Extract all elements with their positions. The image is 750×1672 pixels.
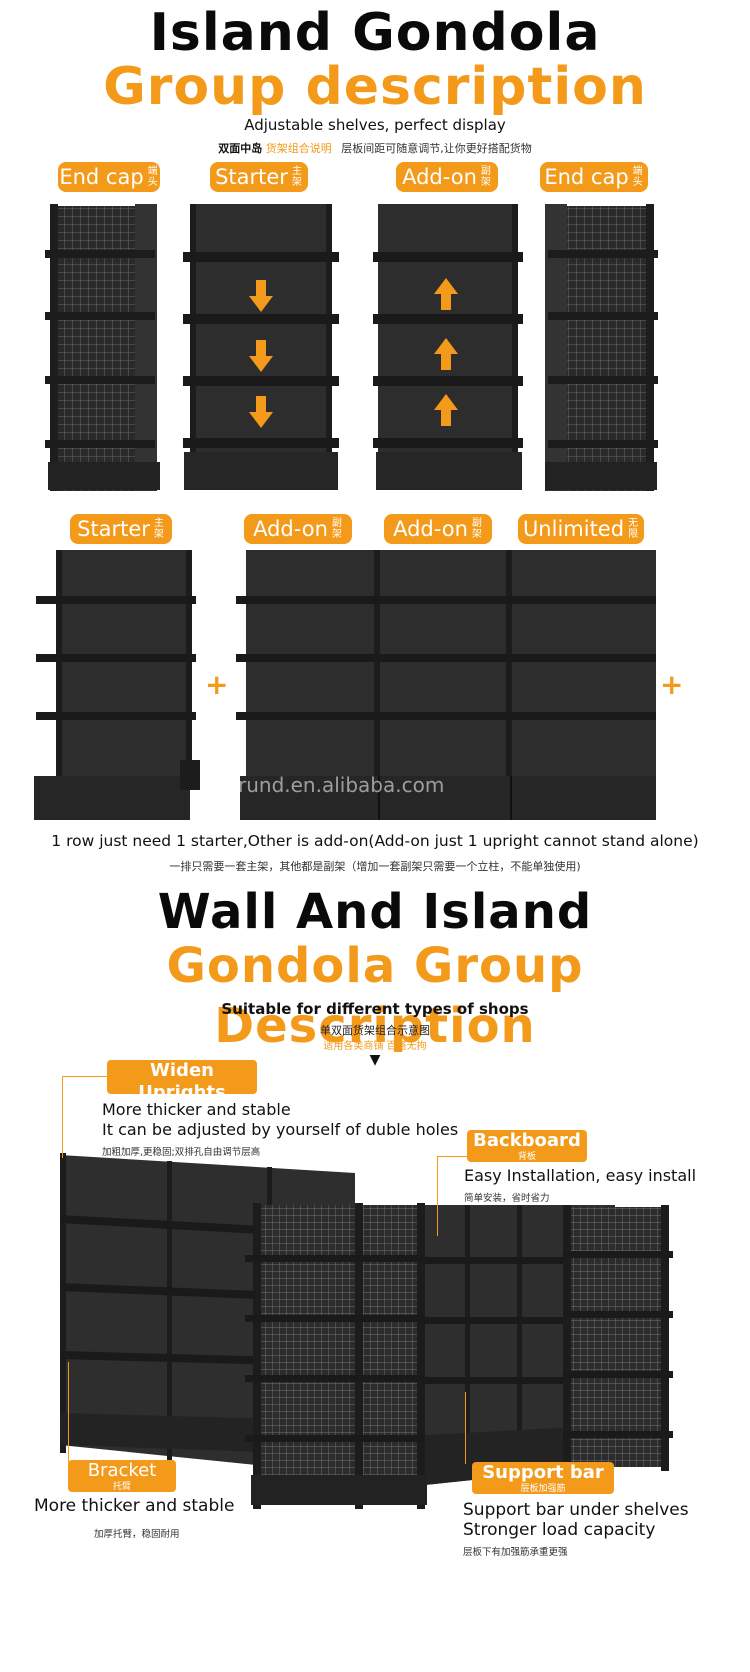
row-note-cn: 一排只需要一套主架，其他都是副架（增加一套副架只需要一个立柱，不能单独使用) (169, 860, 581, 873)
label-starter-top: Starter 主架 (210, 162, 308, 192)
plus-icon: + (660, 668, 684, 701)
section1-subtitle: Adjustable shelves, perfect display (244, 116, 506, 134)
feature-cn: 层板下有加强筋承重更强 (463, 1547, 568, 1558)
label-add-on-row-1: Add-on 副架 (244, 514, 352, 544)
label-cn: 副架 (480, 166, 491, 188)
feature-line2: Stronger load capacity (463, 1520, 656, 1540)
plus-icon: + (205, 668, 229, 701)
arrow-down-icon (249, 340, 273, 372)
watermark: rund.en.alibaba.com (238, 773, 445, 797)
label-main: Starter (77, 517, 150, 541)
feature-bracket: More thicker and stable 加厚托臂，稳固耐用 (34, 1496, 364, 1540)
label-cn: 主架 (153, 518, 164, 540)
row-shelves-illustration (34, 550, 656, 820)
section1-cn-line: 双面中岛 货架组合说明 层板间距可随意调节,让你更好搭配货物 (0, 140, 750, 156)
tag-cn: 层板加强筋 (520, 1484, 566, 1494)
tag-widen-uprights: Widen Uprights 加宽立柱 (107, 1060, 257, 1114)
tag-label: Widen Uprights (138, 1060, 226, 1103)
tag-bracket: Bracket 托臂 (68, 1460, 176, 1492)
label-main: End cap (59, 165, 144, 189)
triangle-down-icon: ▼ (369, 1052, 381, 1068)
label-main: Unlimited (522, 517, 625, 541)
feature-line1: Support bar under shelves (463, 1500, 689, 1520)
feature-widen-uprights: More thicker and stable It can be adjust… (102, 1100, 482, 1158)
section1-title-line2: Group description (103, 57, 647, 117)
label-cn: 无限 (628, 518, 639, 540)
feature-backboard: Easy Installation, easy install 简单安装，省时省… (464, 1166, 734, 1204)
label-main: Starter (215, 165, 288, 189)
label-unlimited-row: Unlimited 无限 (518, 514, 644, 544)
section2-cn-line2: 适用各类商铺 百搭无拘 (323, 1041, 427, 1052)
arrow-down-icon (249, 280, 273, 312)
tag-support-bar: Support bar 层板加强筋 (472, 1462, 614, 1494)
feature-support-bar: Support bar under shelves Stronger load … (463, 1500, 743, 1558)
mesh-end-cap-middle (245, 1203, 427, 1509)
feature-cn: 加粗加厚,更稳固;双排孔自由调节层高 (102, 1147, 261, 1158)
label-starter-row: Starter 主架 (70, 514, 172, 544)
feature-cn: 简单安装，省时省力 (464, 1193, 550, 1204)
feature-line2: It can be adjusted by yourself of duble … (102, 1120, 459, 1139)
top-row-shelves-illustration (45, 204, 658, 491)
label-cn: 端头 (632, 166, 643, 188)
cn-part-c: 层板间距可随意调节,让你更好搭配货物 (341, 142, 532, 155)
label-cn: 端头 (147, 166, 158, 188)
label-cn: 副架 (331, 518, 342, 540)
section2-cn-line1: 单双面货架组合示意图 (320, 1024, 430, 1037)
arrow-up-icon (434, 338, 458, 370)
cn-part-b: 货架组合说明 (265, 142, 332, 155)
pointer-bracket (68, 1362, 69, 1462)
feature-cn: 加厚托臂，稳固耐用 (94, 1529, 180, 1540)
label-cn: 主架 (291, 166, 302, 188)
tag-label: Backboard (473, 1130, 581, 1151)
add-on-units-row (236, 550, 656, 820)
tag-cn: 托臂 (112, 1482, 131, 1492)
section2-title-line1: Wall And Island (157, 884, 593, 940)
label-add-on-top: Add-on 副架 (396, 162, 498, 192)
feature-line1: Easy Installation, easy install (464, 1166, 697, 1185)
cn-part-a: 双面中岛 (218, 142, 263, 155)
arrow-up-icon (434, 394, 458, 426)
label-cn: 副架 (471, 518, 482, 540)
label-end-cap-left: End cap 端头 (58, 162, 160, 192)
island-gondola-right (423, 1205, 673, 1485)
end-cap-right-unit (545, 204, 658, 491)
tag-label: Bracket (87, 1460, 157, 1481)
tag-cn: 加宽立柱 (163, 1104, 200, 1114)
tag-cn: 背板 (517, 1152, 536, 1162)
pointer-support-bar (465, 1392, 466, 1464)
tag-label: Support bar (482, 1462, 604, 1483)
feature-line1: More thicker and stable (102, 1100, 291, 1119)
starter-unit-row (34, 550, 200, 820)
feature-line1: More thicker and stable (34, 1496, 235, 1516)
label-main: Add-on (393, 517, 468, 541)
pointer-backboard (437, 1156, 467, 1236)
section2-title-line2: Gondola Group Description (166, 938, 584, 1054)
end-cap-left-unit (45, 204, 160, 491)
label-end-cap-right: End cap 端头 (540, 162, 648, 192)
arrow-up-icon (434, 278, 458, 310)
label-main: Add-on (402, 165, 477, 189)
row-note-en: 1 row just need 1 starter,Other is add-o… (51, 832, 699, 850)
section1-title-line1: Island Gondola (149, 3, 601, 63)
label-main: Add-on (253, 517, 328, 541)
arrow-down-icon (249, 396, 273, 428)
pointer-widen-uprights (62, 1076, 108, 1158)
tag-backboard: Backboard 背板 (467, 1130, 587, 1162)
section2-subtitle: Suitable for different types of shops (221, 1000, 529, 1018)
label-main: End cap (544, 165, 629, 189)
label-add-on-row-2: Add-on 副架 (384, 514, 492, 544)
